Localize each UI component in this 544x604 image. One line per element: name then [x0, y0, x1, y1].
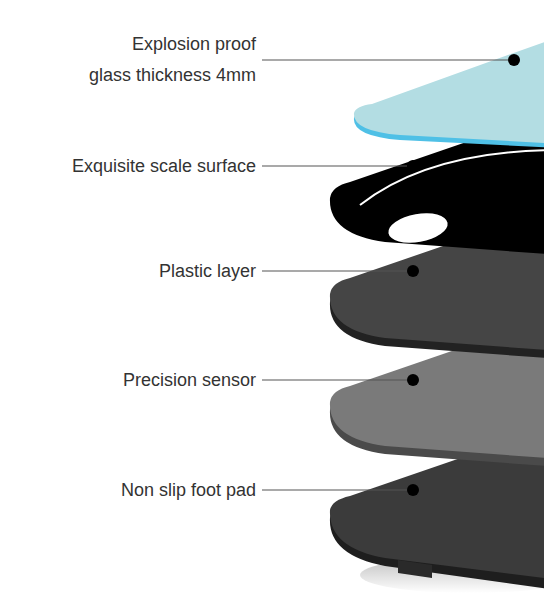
leader-dots	[407, 54, 520, 496]
leader-line	[262, 489, 407, 490]
part-label: Explosion proof glass thickness 4mm	[87, 29, 256, 91]
glass-layer	[354, 22, 544, 150]
leader-line	[262, 59, 508, 60]
leader-dot	[407, 265, 419, 277]
surface-arc	[360, 150, 544, 205]
part-label: Precision sensor	[6, 369, 256, 391]
leader-dot	[407, 160, 419, 172]
leader-line	[262, 270, 407, 271]
part-label: Plastic layer	[6, 260, 256, 282]
glass-plate	[354, 22, 544, 146]
leader-line	[262, 379, 407, 380]
part-label: Non slip foot pad	[6, 479, 256, 501]
leader-dot	[508, 54, 520, 66]
leader-dot	[407, 484, 419, 496]
leader-lines	[262, 60, 508, 490]
part-label: Exquisite scale surface	[6, 155, 256, 177]
foot	[398, 560, 432, 578]
leader-line	[262, 165, 407, 166]
leader-dot	[407, 374, 419, 386]
display-window	[386, 209, 450, 247]
